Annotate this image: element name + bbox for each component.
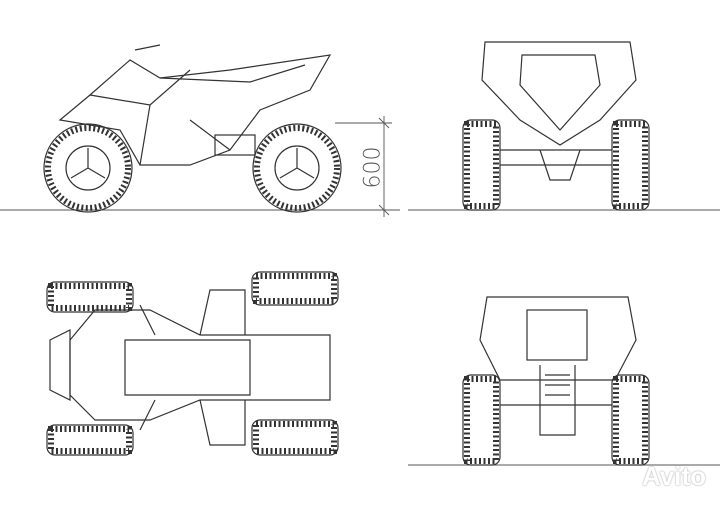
rear-view [462,296,650,466]
side-view [43,44,342,213]
ground-lines [0,209,720,466]
top-view [46,271,339,456]
height-dimension [335,116,392,217]
watermark: Avito [641,461,706,491]
dimension-label: 600 [360,146,386,189]
front-view [462,41,650,211]
